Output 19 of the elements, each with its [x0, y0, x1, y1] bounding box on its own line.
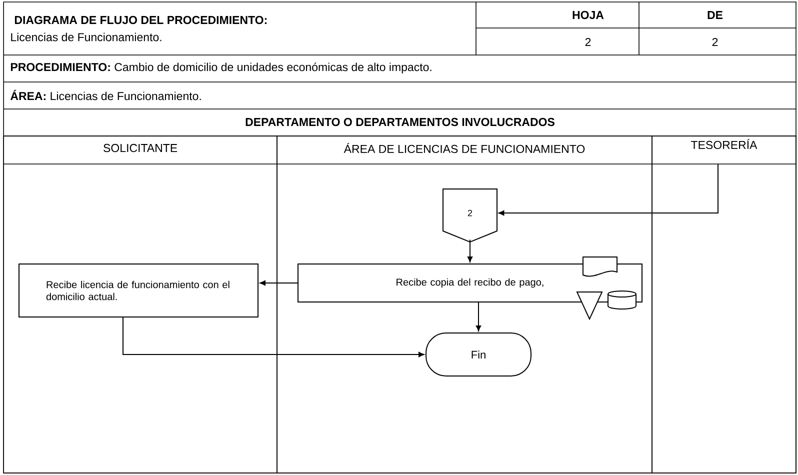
arrow [260, 280, 298, 286]
page-number: 2 [712, 38, 718, 46]
process-box: Recibe licencia de funcionamiento con el domicilio actual. [18, 264, 258, 318]
section-header: DEPARTAMENTO O DEPARTAMENTOS INVOLUCRADOS [246, 118, 554, 126]
page-number: 2 [585, 38, 591, 46]
arrow [476, 302, 482, 332]
arrow [122, 317, 424, 358]
procedure-text: PROCEDIMIENTO: Cambio de domicilio de unidades económicas de alto impacto. [10, 62, 432, 74]
subtitle: Licencias de Funcionamiento. [11, 32, 162, 42]
area-text: ÁREA: Licencias de Funcionamiento. [10, 90, 201, 100]
column-header: HOJA [572, 10, 604, 20]
process-box: Recibe copia del recibo de pago, [298, 264, 642, 302]
arrow [498, 164, 718, 216]
arrow [467, 239, 473, 262]
terminator: Fin [426, 332, 532, 376]
column-header: DE [708, 11, 723, 19]
title: DIAGRAMA DE FLUJO DEL PROCEDIMIENTO: [14, 16, 267, 24]
swimlane: TESORERÍA [652, 136, 796, 474]
off-page-connector: 2 [442, 188, 498, 243]
